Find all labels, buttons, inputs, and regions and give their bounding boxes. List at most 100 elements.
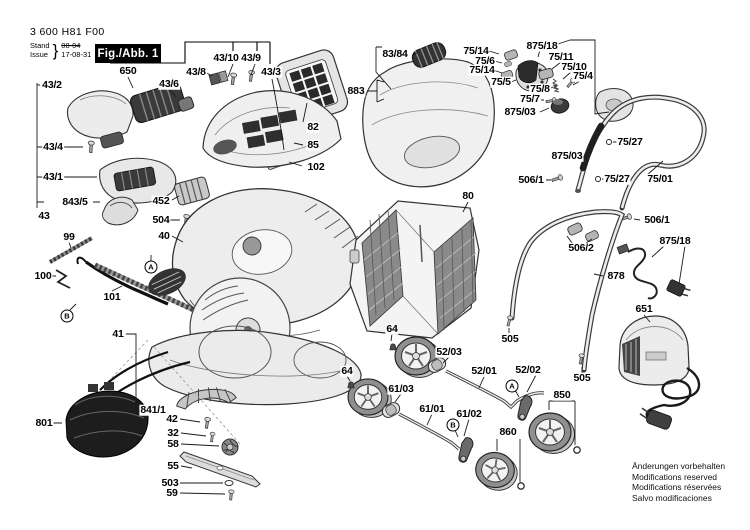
part-grip-83-84 (411, 41, 447, 68)
stand-issue-block: Stand Issue } 08-04 17-08-31 (30, 41, 92, 60)
part-callout-85: 85 (306, 138, 320, 151)
part-callout-52-02: 52/02 (514, 363, 542, 376)
part-upper-handle-75-01 (575, 94, 707, 211)
part-callout-651: 651 (634, 302, 654, 315)
part-knob-875-03 (550, 98, 570, 114)
part-callout-82: 82 (306, 120, 320, 133)
part-callout-75-6: 75/6 (474, 54, 496, 67)
part-callout-75-27: 75/27 (603, 172, 631, 185)
part-spring-75-8 (552, 84, 560, 93)
part-callout-61-02: 61/02 (455, 407, 483, 420)
part-callout-52-03: 52/03 (435, 345, 463, 358)
part-callout-40: 40 (157, 229, 171, 242)
notice-line-fr: Modifications réservées (632, 482, 722, 492)
part-clip-43-6 (177, 96, 195, 112)
cap-64a (389, 343, 397, 351)
part-callout-32: 32 (166, 426, 180, 439)
screw-42 (203, 416, 212, 429)
part-callout-43-4: 43/4 (42, 140, 64, 153)
part-motor-801 (65, 350, 191, 458)
axle-52-01 (445, 369, 545, 410)
assembly-marker-B: B (60, 309, 74, 323)
part-cable-875-18 (616, 243, 691, 300)
part-callout-875-03: 875/03 (503, 105, 537, 118)
issue-date: 17-08-31 (61, 49, 92, 59)
part-callout-43-10: 43/10 (212, 51, 240, 64)
frame-lines (110, 41, 271, 64)
part-callout-61-03: 61/03 (387, 382, 415, 395)
part-callout-650: 650 (118, 64, 138, 77)
part-callout-55: 55 (166, 459, 180, 472)
part-callout-878: 878 (606, 269, 626, 282)
part-callout-41: 41 (111, 327, 125, 340)
part-callout-75-10: 75/10 (560, 60, 588, 73)
part-callout-43-2: 43/2 (41, 78, 63, 91)
screw-505-upper (505, 314, 514, 327)
issue-label: Issue (30, 49, 48, 59)
screw-59 (227, 489, 235, 501)
notice-line-en: Modifications reserved (632, 471, 718, 482)
part-callout-101: 101 (102, 290, 122, 303)
part-callout-506-2: 506/2 (567, 241, 595, 254)
part-callout-75-5: 75/5 (490, 75, 512, 88)
superseded-date: 08-04 (61, 41, 81, 50)
wheel-rear-860 (472, 449, 521, 494)
part-lower-handle-878 (509, 209, 626, 373)
part-callout-43-9: 43/9 (240, 51, 262, 64)
part-spring-100 (55, 269, 71, 289)
part-holder-43-1 (99, 157, 177, 204)
brace-glyph: } (52, 41, 59, 60)
pivot-61-02 (457, 436, 475, 464)
part-washer-503 (224, 480, 234, 486)
notice-line-de: Änderungen vorbehalten (632, 461, 726, 471)
part-callout-504: 504 (151, 213, 171, 226)
part-callout-505: 505 (572, 371, 592, 384)
washer-850 (573, 446, 581, 454)
part-callout-875-03: 875/03 (550, 149, 584, 162)
part-callout-43-1: 43/1 (42, 170, 64, 183)
part-callout-75-11: 75/11 (547, 50, 575, 63)
assembly-marker-A: A (144, 260, 158, 274)
part-charger-651 (618, 315, 701, 430)
part-callout-505: 505 (500, 332, 520, 345)
screw-43-10 (228, 72, 238, 86)
part-callout-75-4: 75/4 (572, 69, 594, 82)
leader-lines (36, 39, 686, 495)
part-callout-841-1: 841/1 (139, 403, 167, 416)
part-callout-843-5: 843/5 (61, 195, 89, 208)
part-callout-64: 64 (340, 364, 354, 377)
part-callout-59: 59 (165, 486, 179, 499)
screw-43-4 (87, 140, 95, 154)
part-callout-58: 58 (166, 437, 180, 450)
part-callout-860: 860 (498, 425, 518, 438)
part-callout-75-01: 75/01 (646, 172, 674, 185)
part-top-cover-883 (362, 58, 495, 188)
part-callout-506-1: 506/1 (643, 213, 671, 226)
part-callout-83-84: 83/84 (381, 47, 409, 60)
part-callout-43-8: 43/8 (185, 65, 207, 78)
part-callout-64: 64 (385, 322, 399, 335)
part-callout-850: 850 (552, 388, 572, 401)
part-clip-506-2a (566, 221, 584, 237)
part-callout-452: 452 (151, 194, 171, 207)
ring-75-27a (605, 138, 613, 146)
assembly-marker-B: B (446, 418, 460, 432)
figure-label: Fig./Abb. 1 (95, 44, 161, 63)
part-cover-43-2 (66, 90, 134, 149)
part-lever-cable-101 (76, 256, 198, 314)
part-clip-75-6 (503, 60, 513, 68)
part-callout-43-3: 43/3 (260, 65, 282, 78)
part-insert-452 (174, 176, 210, 206)
document-number: 3 600 H81 F00 (30, 26, 105, 38)
part-callout-80: 80 (461, 189, 475, 202)
part-callout-883: 883 (346, 84, 366, 97)
wheel-rear-850 (528, 412, 576, 455)
part-callout-102: 102 (306, 160, 326, 173)
part-callout-75-7: 75/7 (519, 92, 541, 105)
part-grass-basket-80 (349, 200, 480, 339)
part-callout-52-01: 52/01 (470, 364, 498, 377)
part-callout-75-14: 75/14 (462, 44, 490, 57)
part-callout-506-1: 506/1 (517, 173, 545, 186)
assembly-marker-A: A (505, 379, 519, 393)
